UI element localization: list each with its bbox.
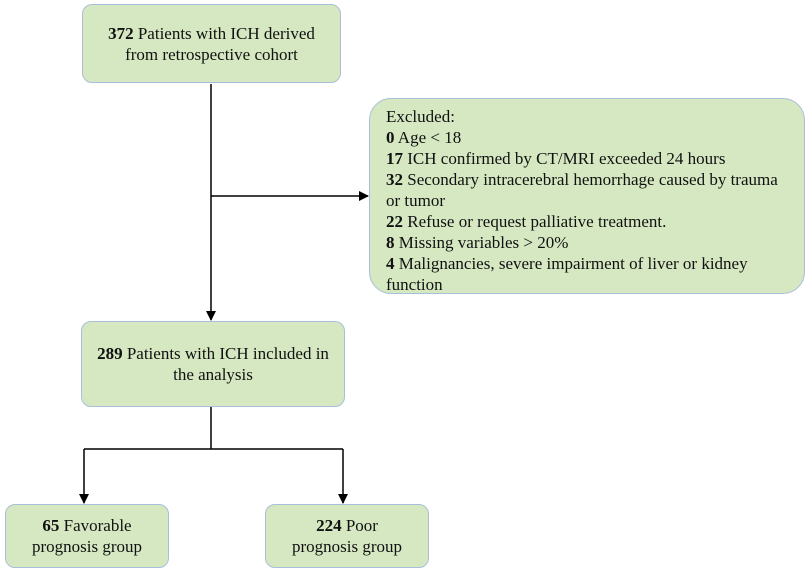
cohort-text: 372 Patients with ICH derived from retro… [108, 23, 315, 65]
excluded-heading: Excluded: [386, 107, 455, 126]
included-count: 289 [97, 344, 123, 363]
favorable-text: 65 Favorable prognosis group [32, 515, 142, 557]
favorable-label-line1: Favorable [59, 516, 132, 535]
included-label-line1: Patients with ICH included in [122, 344, 329, 363]
cohort-label-line2: from retrospective cohort [125, 44, 298, 64]
favorable-label-line2: prognosis group [31, 537, 143, 556]
poor-label-line1: Poor [341, 516, 378, 535]
poor-count: 224 [316, 516, 342, 535]
excluded-item-malignancy-cont: function [386, 275, 443, 294]
excluded-item-time: 17 ICH confirmed by CT/MRI exceeded 24 h… [386, 149, 726, 168]
included-text: 289 Patients with ICH included in the an… [97, 343, 329, 385]
poor-text: 224 Poor prognosis group [292, 515, 402, 557]
excluded-item-secondary: 32 Secondary intracerebral hemorrhage ca… [386, 170, 778, 189]
excluded-item-missing: 8 Missing variables > 20% [386, 233, 569, 252]
poor-box: 224 Poor prognosis group [265, 504, 429, 568]
favorable-box: 65 Favorable prognosis group [5, 504, 169, 568]
excluded-item-malignancy: 4 Malignancies, severe impairment of liv… [386, 254, 748, 273]
excluded-item-palliative: 22 Refuse or request palliative treatmen… [386, 212, 667, 231]
favorable-count: 65 [42, 516, 60, 535]
excluded-box: Excluded: 0 Age < 18 17 ICH confirmed by… [369, 98, 805, 294]
cohort-count: 372 [108, 23, 134, 43]
excluded-item-age: 0 Age < 18 [386, 128, 462, 147]
excluded-item-secondary-cont: or tumor [386, 191, 446, 210]
cohort-label-line1: Patients with ICH derived [133, 23, 315, 43]
cohort-box: 372 Patients with ICH derived from retro… [82, 4, 341, 83]
poor-label-line2: prognosis group [291, 537, 403, 556]
included-box: 289 Patients with ICH included in the an… [81, 321, 345, 407]
included-label-line2: the analysis [173, 365, 253, 384]
